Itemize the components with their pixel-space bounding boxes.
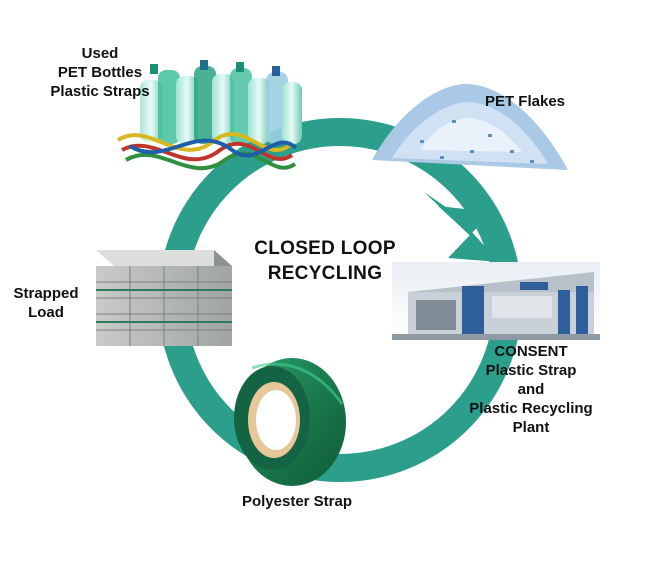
strap-label-line-1: Polyester Strap bbox=[241, 493, 353, 510]
flakes-label: PET Flakes bbox=[470, 92, 580, 111]
plant-label-line-4: Plastic Recycling bbox=[469, 400, 593, 417]
plastic-strap-coils bbox=[116, 132, 298, 171]
plant-label: CONSENT Plastic Strap and Plastic Recycl… bbox=[456, 342, 606, 437]
bottles-image bbox=[116, 60, 302, 171]
strap-coil-image bbox=[234, 358, 346, 486]
load-label-line-1: Strapped bbox=[13, 285, 79, 302]
plant-image bbox=[392, 262, 600, 340]
flakes-label-line-1: PET Flakes bbox=[484, 93, 566, 110]
bottles-label-line-1: Used bbox=[81, 45, 119, 62]
load-label-line-2: Load bbox=[28, 304, 64, 321]
strap-label: Polyester Strap bbox=[222, 492, 372, 511]
plant-label-line-1: CONSENT bbox=[494, 343, 568, 360]
bottle-cluster bbox=[140, 60, 302, 144]
load-label: Strapped Load bbox=[4, 284, 88, 322]
flakes-image bbox=[372, 83, 568, 170]
bottles-label-line-3: Plastic Straps bbox=[50, 83, 150, 100]
strapped-load-image bbox=[96, 250, 232, 346]
plant-label-line-5: Plant bbox=[512, 419, 550, 436]
plant-label-line-2: Plastic Strap bbox=[485, 362, 577, 379]
bottles-label: Used PET Bottles Plastic Straps bbox=[30, 44, 170, 101]
center-title: CLOSED LOOP RECYCLING bbox=[250, 236, 400, 286]
center-title-line-1: CLOSED LOOP bbox=[254, 238, 396, 259]
bottles-label-line-2: PET Bottles bbox=[57, 64, 143, 81]
center-title-line-2: RECYCLING bbox=[267, 263, 383, 284]
plant-label-line-3: and bbox=[517, 381, 545, 398]
